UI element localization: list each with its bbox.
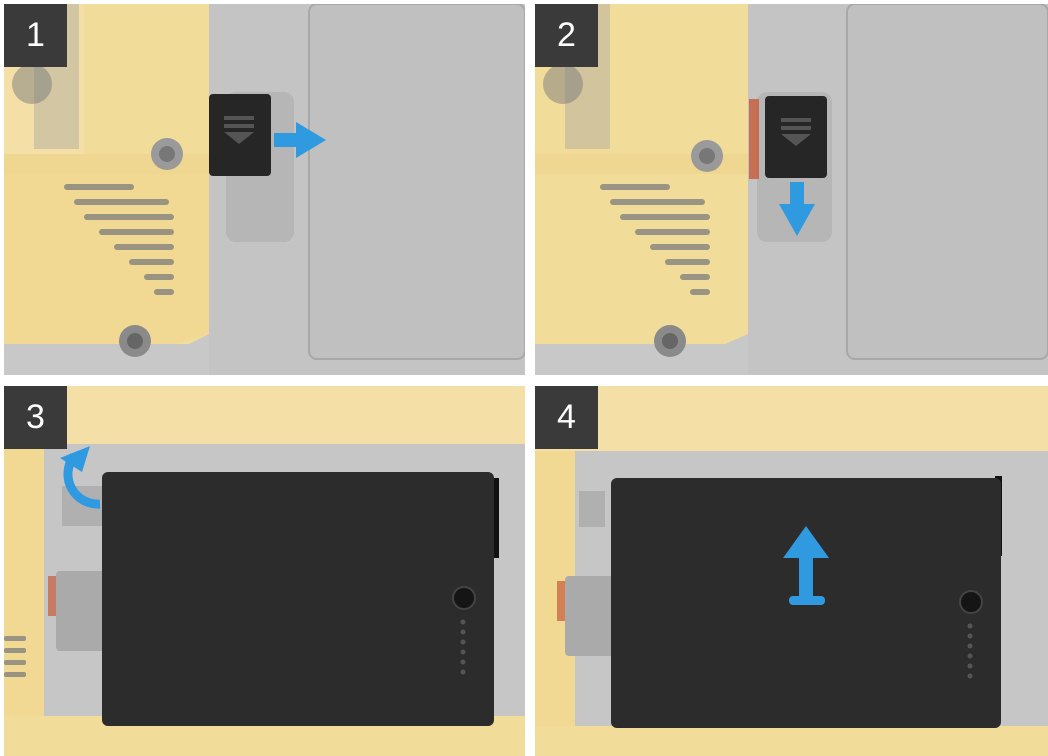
step-number-badge: 1 xyxy=(4,4,67,67)
step-3-panel: 3 xyxy=(4,386,525,756)
battery xyxy=(102,472,494,726)
step-number-badge: 2 xyxy=(535,4,598,67)
step-number-badge: 4 xyxy=(535,386,598,449)
battery-button xyxy=(453,587,475,609)
step-1-illustration xyxy=(4,4,525,375)
chassis-frame xyxy=(4,386,525,444)
step-2-panel: 2 xyxy=(535,4,1048,375)
battery-bay xyxy=(309,4,525,359)
battery-button xyxy=(960,591,982,613)
step-2-illustration xyxy=(535,4,1048,375)
battery-bay xyxy=(847,4,1048,359)
chassis-frame xyxy=(535,386,1048,451)
step-number-badge: 3 xyxy=(4,386,67,449)
step-1-panel: 1 xyxy=(4,4,525,375)
step-4-illustration xyxy=(535,386,1048,756)
step-3-illustration xyxy=(4,386,525,756)
step-4-panel: 4 xyxy=(535,386,1048,756)
